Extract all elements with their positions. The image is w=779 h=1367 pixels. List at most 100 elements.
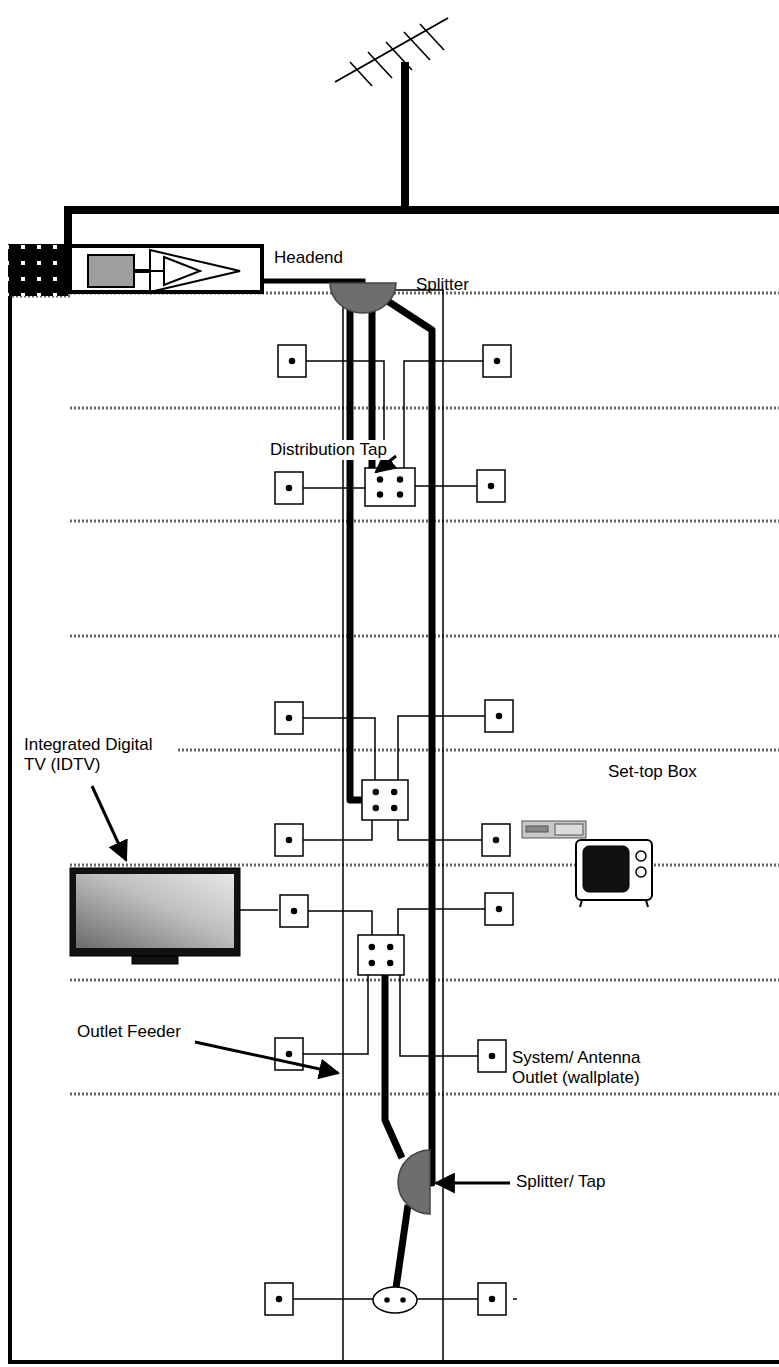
floor-line [70, 1093, 779, 1096]
floor-line [12, 293, 779, 1094]
floor-line [70, 635, 779, 638]
outlet-wire [303, 975, 368, 1054]
callout-arrow [436, 1182, 510, 1185]
wall-outlet [490, 1297, 495, 1302]
distribution-tap [358, 935, 404, 975]
wall-outlet [280, 895, 308, 927]
floor-line [70, 407, 779, 410]
outlet-splitter [385, 1298, 389, 1302]
wall-outlet [478, 1040, 506, 1072]
wall-outlet [265, 345, 513, 1315]
wall-outlet [278, 345, 306, 377]
distribution-tap [365, 468, 415, 506]
antenna [335, 18, 448, 82]
outlet-splitter [373, 1287, 417, 1313]
wall-outlet [478, 1283, 506, 1315]
headend-box: Headend [68, 244, 264, 294]
roof-texture [8, 244, 68, 296]
wall-outlet [275, 702, 303, 734]
flat-screen-tv [132, 956, 178, 964]
wall-outlet [265, 1283, 293, 1315]
wall-outlet [287, 838, 292, 843]
trunk-cable [386, 300, 432, 1183]
callout-label: Integrated Digital TV (IDTV) [22, 735, 176, 774]
crt-television [576, 840, 652, 907]
antenna-cable [64, 206, 779, 214]
floor-line [70, 864, 779, 867]
wall-outlet [280, 895, 308, 927]
wall-outlet [265, 1283, 293, 1315]
outlet-wire [513, 1298, 517, 1300]
headend-equipment [164, 257, 200, 285]
antenna [401, 62, 409, 212]
crt-television [636, 851, 646, 861]
antenna [350, 24, 444, 86]
wall-outlet [287, 486, 292, 491]
building-wall [10, 244, 779, 1362]
wall-outlet [478, 1283, 506, 1315]
crt-television [580, 900, 648, 907]
outlet-splitter [373, 1287, 417, 1313]
node-label: Splitter [416, 275, 469, 295]
wall-outlet [495, 359, 500, 364]
wall-outlet [485, 893, 513, 925]
distribution-tap [378, 492, 383, 497]
wall-outlet [275, 702, 303, 734]
crt-television [583, 846, 629, 892]
callout-label: System/ Antenna Outlet (wallplate) [510, 1048, 684, 1087]
callout-label: Distribution Tap [268, 440, 389, 460]
distribution-tap [362, 780, 408, 820]
wall-outlet [485, 700, 513, 732]
flat-screen-tv [240, 909, 278, 911]
splitter-tap [398, 1150, 430, 1214]
outlet-wire [293, 1298, 373, 1300]
set-top-box [522, 821, 586, 838]
flat-screen-tv [70, 868, 240, 956]
distribution-tap [388, 961, 393, 966]
roof-texture [8, 244, 68, 296]
distribution-tap [392, 790, 397, 795]
wall-outlet [494, 838, 499, 843]
headend-equipment [134, 269, 150, 273]
callout-label: Splitter/ Tap [514, 1172, 607, 1192]
set-top-box [555, 824, 583, 835]
splitter-shape [330, 283, 396, 313]
wall-outlet [275, 824, 303, 856]
splitter-symbol: Splitter [330, 283, 396, 313]
wall-outlet [497, 714, 502, 719]
distribution-tap [388, 945, 393, 950]
crt-television [636, 867, 646, 877]
wall-outlet [275, 824, 303, 856]
outlet-wire [398, 909, 485, 935]
distribution-tap [358, 468, 415, 975]
outlet-splitter [401, 1298, 405, 1302]
wall-outlet [278, 345, 306, 377]
distribution-tap [398, 492, 403, 497]
wall-outlet [477, 470, 505, 502]
antenna-cable [64, 206, 72, 246]
callout-label: Set-top Box [606, 762, 699, 782]
callout-arrow [92, 786, 126, 860]
distribution-tap [373, 806, 378, 811]
distribution-tap [392, 806, 397, 811]
crt-television [576, 840, 652, 900]
outlet-wire [303, 487, 365, 489]
wall-outlet [290, 359, 295, 364]
set-top-box [522, 821, 586, 838]
wall-outlet [287, 716, 292, 721]
distribution-tap [362, 780, 408, 820]
outlet-wire [404, 361, 483, 468]
wall-outlet [292, 909, 297, 914]
node-label: Headend [274, 248, 343, 268]
trunk-cable [350, 300, 362, 800]
outlet-wire [303, 820, 372, 840]
wall-outlet [497, 907, 502, 912]
distribution-tap [398, 477, 403, 482]
set-top-box [526, 826, 548, 832]
wall-outlet [483, 345, 511, 377]
wall-outlet [277, 1297, 282, 1302]
wall-outlet [490, 1054, 495, 1059]
headend-equipment [88, 255, 134, 287]
